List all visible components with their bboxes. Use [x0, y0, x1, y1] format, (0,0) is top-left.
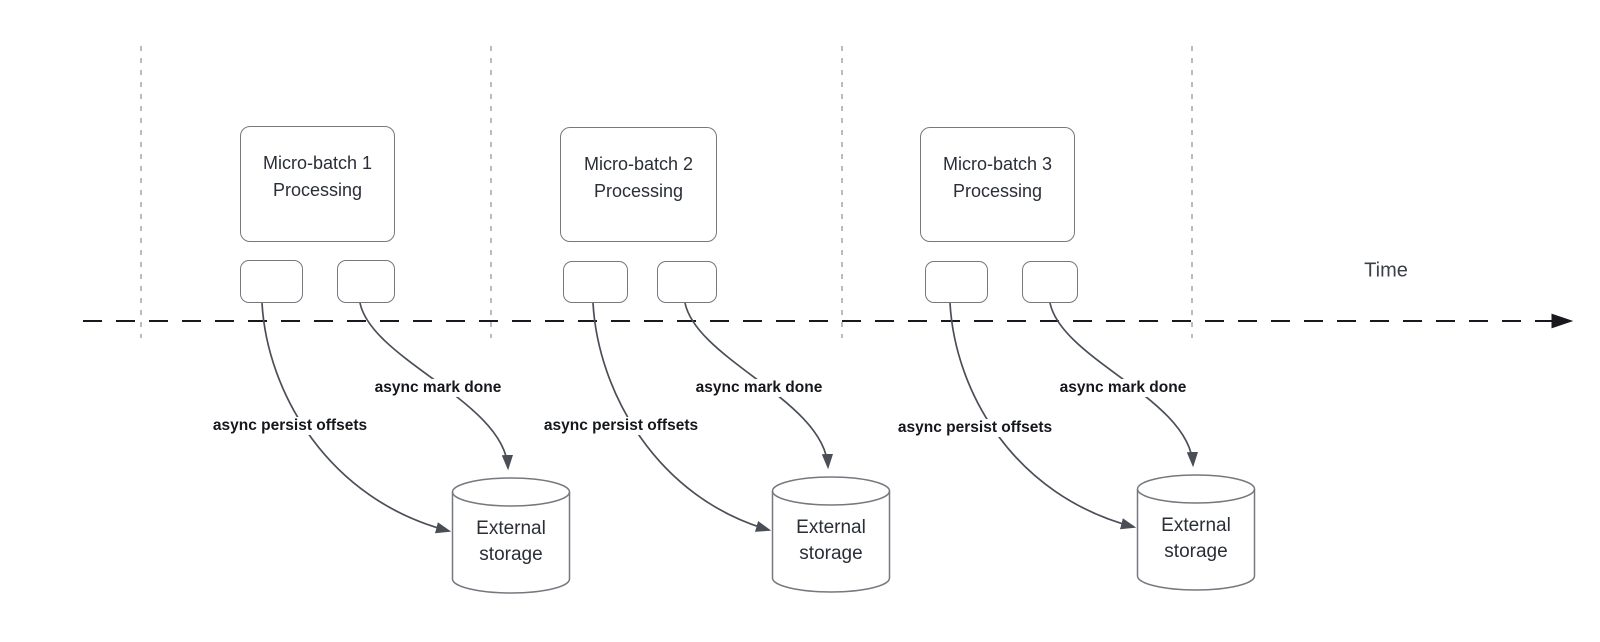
- mark-done-label-2: async mark done: [692, 379, 826, 397]
- persist-offsets-label-3: async persist offsets: [894, 419, 1056, 437]
- time-axis-label: Time: [1364, 259, 1408, 282]
- persist-offsets-arrow-2: [592, 302, 772, 532]
- persist-offsets-arrow-1: [261, 302, 452, 534]
- micro-batch-1-chip-right: [337, 260, 395, 303]
- mark-done-label-1: async mark done: [371, 379, 505, 397]
- micro-batch-3-chip-right: [1022, 261, 1078, 303]
- persist-offsets-label-1: async persist offsets: [209, 417, 371, 435]
- micro-batch-3-chip-left: [925, 261, 988, 303]
- mark-done-label-3: async mark done: [1056, 379, 1190, 397]
- external-storage-cylinder-3: [1136, 474, 1256, 591]
- persist-offsets-label-2: async persist offsets: [540, 417, 702, 435]
- persist-offsets-arrow-3: [949, 302, 1137, 530]
- micro-batch-2-chip-left: [563, 261, 628, 303]
- external-storage-cylinder-1: [451, 477, 571, 594]
- micro-batch-1-chip-left: [240, 260, 303, 303]
- external-storage-cylinder-2: [771, 476, 891, 593]
- micro-batch-2-chip-right: [657, 261, 717, 303]
